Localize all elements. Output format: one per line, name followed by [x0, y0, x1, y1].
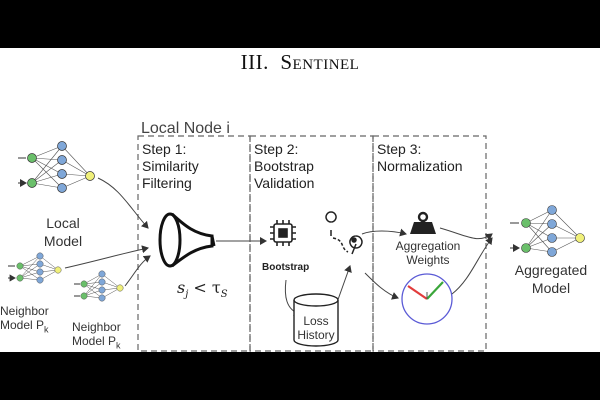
local-model-nodes — [27, 141, 95, 193]
arrow-neighbor1-to-funnel — [64, 245, 149, 269]
neighbor-model-label-2: Neighbor Model Pk — [72, 320, 121, 351]
step3-title: Step 3:Normalization — [377, 141, 463, 174]
local-model-network — [31, 145, 91, 189]
step1-box — [137, 135, 251, 352]
neighbor-model-network-1 — [16, 252, 62, 284]
arrow-step2-to-weights — [361, 228, 407, 237]
arrow-neighbor2-to-funnel — [124, 255, 151, 287]
neighbor-model-label-1: Neighbor Model Pk — [0, 304, 49, 335]
bootstrap-label: Bootstrap — [262, 262, 310, 273]
funnel-icon — [158, 212, 216, 268]
arrow-local-to-funnel — [97, 177, 149, 229]
diagram-graphics — [8, 135, 585, 352]
diagram-canvas: III. Sentinel Local Node i Step 1:Simila… — [0, 48, 600, 352]
section-title: III. Sentinel — [240, 50, 360, 74]
step2-box — [249, 135, 374, 352]
aggregated-model-network — [521, 205, 585, 257]
arrow-clock-to-aggregated — [451, 237, 493, 295]
route-icon — [325, 211, 363, 255]
chip-icon — [270, 220, 296, 246]
neighbor-model-network-2 — [80, 270, 124, 302]
arrow-step2-to-clock — [364, 272, 399, 300]
weight-icon — [410, 211, 436, 234]
arrow-weights-to-aggregated — [439, 227, 493, 241]
local-node-title: Local Node i — [141, 120, 230, 137]
similarity-threshold-formula: sj < τS — [177, 278, 228, 301]
loss-history-database-icon — [293, 293, 339, 347]
normalization-clock-icon — [401, 273, 453, 325]
